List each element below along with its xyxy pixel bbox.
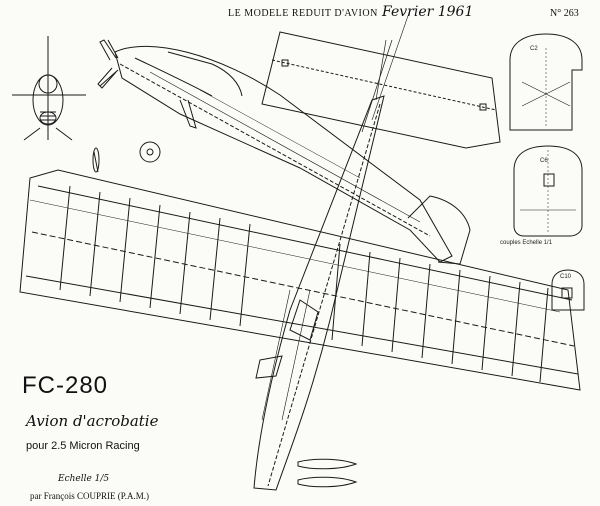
issue-date: Fevrier 1961 (382, 4, 474, 20)
bulkhead-c6 (513, 145, 583, 237)
bulkhead-scale-note: couples Echelle 1/1 (500, 240, 553, 246)
magazine-header: LE MODELE REDUIT D'AVION (228, 8, 378, 19)
bulkhead-c10-label: C10 (560, 274, 572, 280)
fuselage-side-view (99, 39, 471, 265)
wheel-pants (297, 458, 358, 488)
wheel-detail (139, 141, 161, 163)
propeller (97, 39, 117, 89)
bulkhead-c2-label: C2 (530, 46, 538, 52)
issue-number: N° 263 (550, 8, 579, 19)
model-name: FC-280 (22, 372, 109, 399)
scale-note: Echelle 1/5 (58, 474, 110, 484)
front-view (12, 36, 86, 141)
engine-note: pour 2.5 Micron Racing (26, 440, 140, 452)
bulkhead-c2 (509, 33, 583, 131)
wing-planform (19, 169, 581, 391)
author-credit: par François COUPRIE (P.A.M.) (30, 491, 149, 501)
bulkhead-c10 (551, 269, 585, 311)
stabilizer-view (261, 31, 501, 149)
bulkhead-c6-label: C6 (540, 158, 548, 164)
model-subtitle: Avion d'acrobatie (26, 412, 159, 430)
fuselage-top-view (253, 9, 411, 491)
